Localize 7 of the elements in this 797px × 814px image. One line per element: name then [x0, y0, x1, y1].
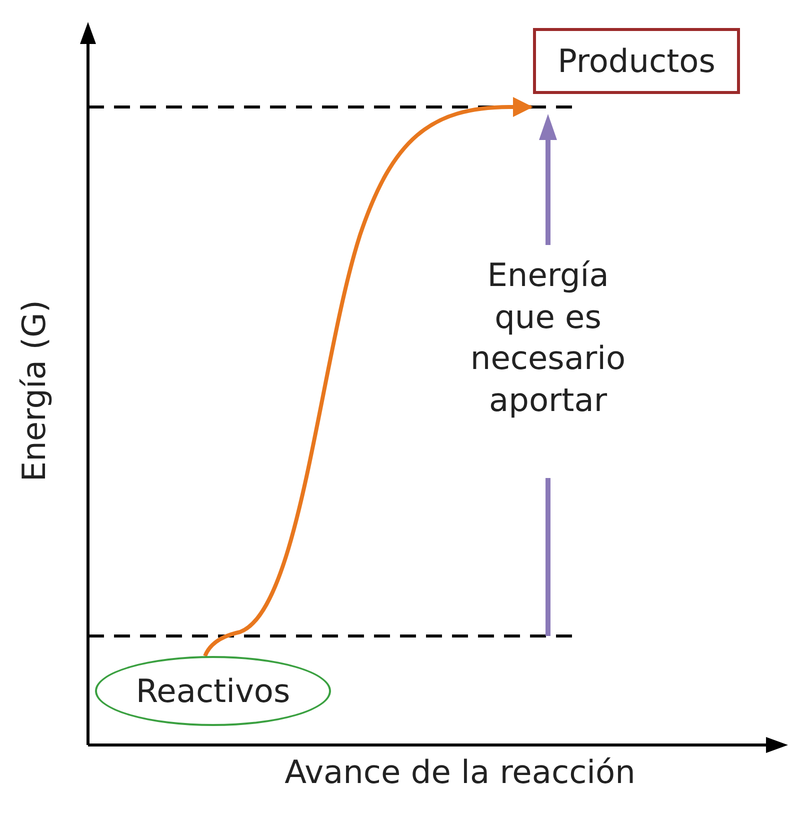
- product-box: [533, 28, 740, 94]
- node-label: Reactivos: [136, 672, 290, 710]
- node-label: Productos: [558, 42, 716, 80]
- reactant-ellipse: [95, 656, 331, 726]
- reaction-curve-arrow: [203, 97, 533, 657]
- axis-title: Energía (G): [14, 299, 54, 484]
- axis-title: Avance de la reacción: [284, 752, 636, 793]
